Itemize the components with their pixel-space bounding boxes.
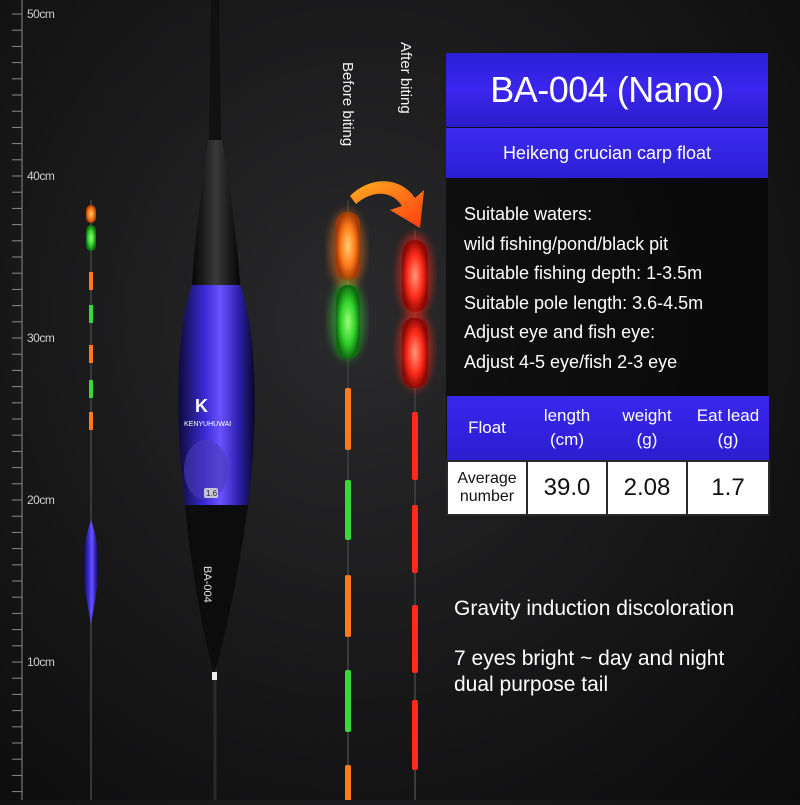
ruler-ticks — [12, 0, 23, 800]
header-eat-lead: Eat lead(g) — [687, 396, 769, 461]
glow-segment — [345, 388, 351, 450]
after-biting-tip — [397, 230, 433, 800]
spec-line: wild fishing/pond/black pit — [464, 233, 669, 254]
transition-arrow-icon — [350, 181, 424, 228]
value-length: 39.0 — [526, 460, 608, 516]
spec-table: Float length(cm) weight(g) Eat lead(g) A… — [446, 396, 770, 516]
ruler-label-50: 50cm — [27, 7, 55, 21]
feature-tail: dual purpose tail — [454, 673, 609, 696]
ruler-label-20: 20cm — [27, 493, 55, 507]
small-float — [83, 200, 99, 800]
glow-segment — [345, 765, 351, 800]
table-header-row: Float length(cm) weight(g) Eat lead(g) — [447, 396, 769, 461]
brand-text: KENYUHUWAI — [184, 421, 231, 428]
glow-segment — [412, 505, 418, 573]
glow-segment — [412, 412, 418, 480]
glow-segment — [345, 575, 351, 637]
weight-badge: 1.6 — [206, 489, 218, 498]
value-weight: 2.08 — [606, 460, 688, 516]
header-float: Float — [447, 396, 527, 461]
before-biting-label: Before biting — [339, 62, 356, 147]
product-title: BA-004 (Nano) — [490, 69, 724, 110]
brand-logo-icon: K — [195, 396, 208, 416]
spec-line: Adjust eye and fish eye: — [464, 322, 656, 342]
value-eat-lead: 1.7 — [686, 460, 770, 516]
large-float — [178, 0, 255, 800]
glow-segment — [345, 480, 351, 540]
model-text: BA-004 — [201, 566, 213, 603]
header-length: length(cm) — [527, 396, 607, 461]
header-weight: weight(g) — [607, 396, 687, 461]
product-title-box: BA-004 (Nano) — [446, 53, 768, 127]
spec-line: Suitable waters: — [464, 204, 593, 224]
ruler-label-10: 10cm — [27, 655, 55, 669]
glow-segment — [412, 700, 418, 770]
glow-segment — [345, 670, 351, 732]
ruler-label-30: 30cm — [27, 331, 55, 345]
spec-line: Adjust 4-5 eye/fish 2-3 eye — [464, 351, 678, 372]
after-biting-label: After biting — [397, 42, 414, 114]
product-subtitle: Heikeng crucian carp float — [502, 142, 712, 163]
feature-discoloration: Gravity induction discoloration — [454, 597, 735, 620]
before-biting-tip — [329, 200, 365, 800]
glow-segment — [412, 605, 418, 673]
ruler-label-40: 40cm — [27, 169, 55, 183]
spec-list: Suitable waters: wild fishing/pond/black… — [464, 200, 764, 377]
spec-line: Suitable fishing depth: 1-3.5m — [464, 263, 703, 283]
product-subtitle-box: Heikeng crucian carp float — [446, 128, 768, 178]
feature-eyes: 7 eyes bright ~ day and night — [454, 647, 725, 670]
spec-line: Suitable pole length: 3.6-4.5m — [464, 292, 704, 313]
measuring-ruler: 50cm 40cm 30cm 20cm 10cm — [0, 0, 80, 800]
